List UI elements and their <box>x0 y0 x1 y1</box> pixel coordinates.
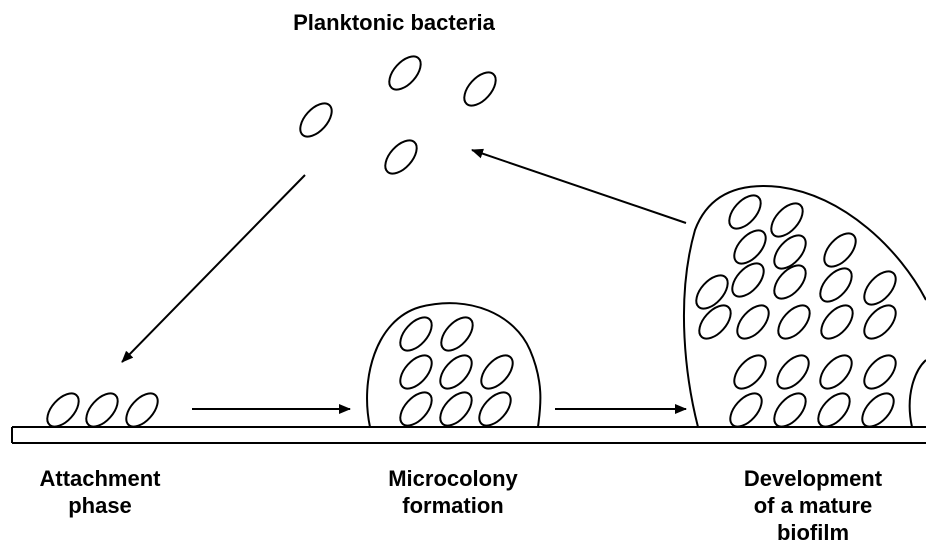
bacterium-cell-microcolony <box>434 350 477 394</box>
bacterium-cell-microcolony <box>394 387 437 431</box>
bacterium-cell-mature <box>812 388 855 432</box>
bacterium-cell-planktonic <box>294 98 337 142</box>
arrow-planktonic-to-attachment <box>122 175 305 362</box>
bacterium-cell-mature <box>731 300 774 344</box>
bacterium-cell-attached <box>41 388 84 432</box>
substrate-surface <box>12 427 926 443</box>
bacterium-cell-mature <box>858 266 901 310</box>
bacterium-cell-mature <box>856 388 899 432</box>
bacterium-cell-microcolony <box>475 350 518 394</box>
bacterium-cell-mature <box>723 190 766 234</box>
bacterium-cell-microcolony <box>434 387 477 431</box>
label-mature-line-1: Development <box>713 465 913 492</box>
label-planktonic-bacteria: Planktonic bacteria <box>244 9 544 36</box>
label-attachment-line-1: Attachment <box>0 465 200 492</box>
label-mature-biofilm: Development of a mature biofilm <box>713 465 913 546</box>
bacteria-cells <box>41 51 901 432</box>
bacterium-cell-mature <box>772 300 815 344</box>
label-attachment-line-2: phase <box>0 492 200 519</box>
bacterium-cell-mature <box>724 388 767 432</box>
label-attachment-phase: Attachment phase <box>0 465 200 519</box>
bacterium-cell-mature <box>815 300 858 344</box>
bacterium-cell-mature <box>814 263 857 307</box>
bacterium-cell-mature <box>818 228 861 272</box>
bacterium-cell-attached <box>120 388 163 432</box>
arrow-mature-to-planktonic <box>472 150 686 223</box>
bacterium-cell-planktonic <box>383 51 426 95</box>
bacterium-cell-planktonic <box>379 135 422 179</box>
bacterium-cell-mature <box>814 350 857 394</box>
bacterium-cell-microcolony <box>473 387 516 431</box>
label-mature-line-2: of a mature <box>713 492 913 519</box>
bacterium-cell-mature <box>858 350 901 394</box>
mature-biofilm-edge <box>910 360 926 427</box>
label-microcolony-line-2: formation <box>353 492 553 519</box>
bacterium-cell-mature <box>728 225 771 269</box>
bacterium-cell-microcolony <box>394 312 437 356</box>
bacterium-cell-mature <box>858 300 901 344</box>
bacterium-cell-planktonic <box>458 67 501 111</box>
bacterium-cell-mature <box>768 388 811 432</box>
label-microcolony-formation: Microcolony formation <box>353 465 553 519</box>
bacterium-cell-attached <box>80 388 123 432</box>
bacterium-cell-mature <box>728 350 771 394</box>
bacterium-cell-microcolony <box>435 312 478 356</box>
bacterium-cell-mature <box>726 258 769 302</box>
label-mature-line-3: biofilm <box>713 519 913 546</box>
bacterium-cell-mature <box>771 350 814 394</box>
label-planktonic-line-1: Planktonic bacteria <box>244 9 544 36</box>
label-microcolony-line-1: Microcolony <box>353 465 553 492</box>
bacterium-cell-microcolony <box>394 350 437 394</box>
